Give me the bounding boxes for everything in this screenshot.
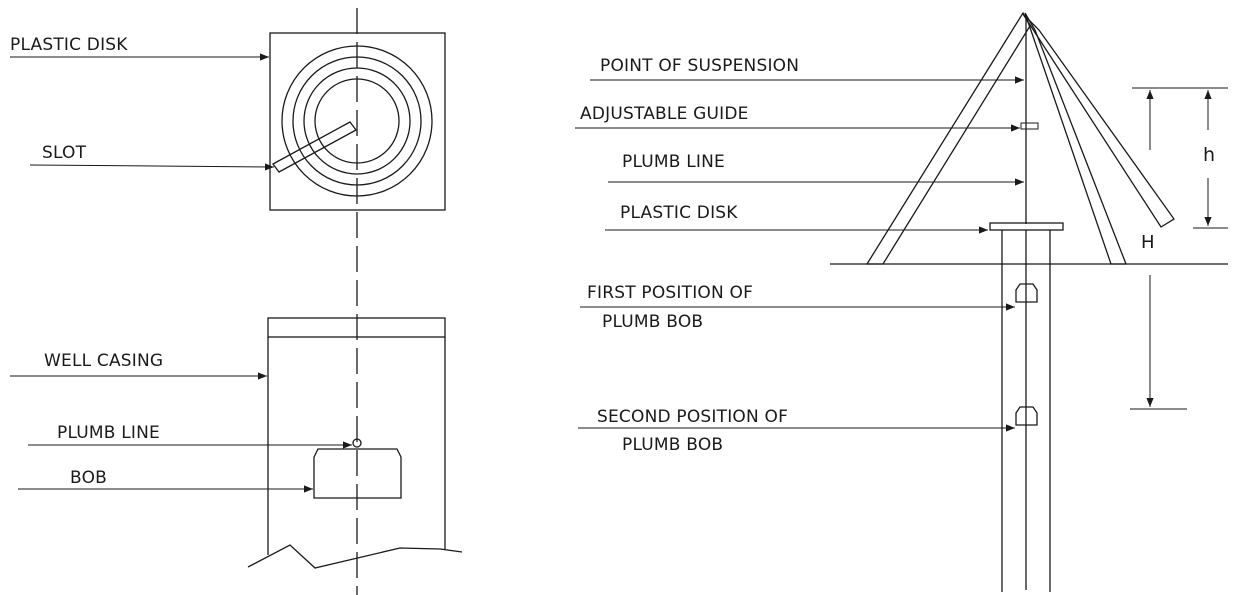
- ring-2: [292, 56, 422, 186]
- label-bob: BOB: [70, 468, 107, 488]
- top-view-plastic-disk: [269, 8, 446, 595]
- well-casing-section: [247, 317, 463, 569]
- tripod-leg-left: [865, 11, 1031, 265]
- ring-3: [303, 67, 411, 175]
- slot-shape: [272, 121, 357, 173]
- bob-shape: [313, 448, 402, 499]
- plumb-line-knot: [352, 438, 362, 448]
- right-labels: POINT OF SUSPENSION ADJUSTABLE GUIDE PLU…: [575, 56, 1024, 455]
- label-plumb-line-left: PLUMB LINE: [57, 423, 160, 443]
- label-well-casing: WELL CASING: [44, 351, 163, 371]
- label-adjustable-guide: ADJUSTABLE GUIDE: [580, 104, 749, 124]
- left-labels: PLASTIC DISK SLOT WELL CASING PLUMB LINE…: [10, 35, 352, 493]
- tripod-leg-right: [1024, 12, 1127, 265]
- ring-inner: [314, 78, 400, 164]
- label-second-position-line2: PLUMB BOB: [622, 435, 723, 455]
- dim-h-label: h: [1203, 144, 1215, 166]
- label-first-position-line1: FIRST POSITION OF: [587, 283, 753, 303]
- label-plumb-line-right: PLUMB LINE: [622, 152, 725, 172]
- label-plastic-disk-right: PLASTIC DISK: [620, 203, 738, 223]
- label-plastic-disk-left: PLASTIC DISK: [10, 35, 128, 55]
- label-slot: SLOT: [42, 143, 87, 163]
- disk-square: [269, 32, 446, 211]
- dim-H-label: H: [1141, 232, 1155, 253]
- casing-cap: [267, 317, 446, 338]
- label-first-position-line2: PLUMB BOB: [602, 312, 703, 332]
- plastic-disk-shape: [989, 222, 1064, 231]
- tripod-assembly: h H: [830, 11, 1228, 592]
- first-bob-position: [1015, 283, 1038, 303]
- tripod-leg-back: [1022, 13, 1175, 228]
- leader-slot: [29, 163, 275, 171]
- second-bob-position: [1015, 406, 1038, 426]
- label-point-of-suspension: POINT OF SUSPENSION: [600, 56, 799, 76]
- adjustable-guide-shape: [1020, 122, 1039, 130]
- break-line: [247, 544, 463, 569]
- ring-outer: [281, 45, 433, 197]
- label-second-position-line1: SECOND POSITION OF: [597, 407, 788, 427]
